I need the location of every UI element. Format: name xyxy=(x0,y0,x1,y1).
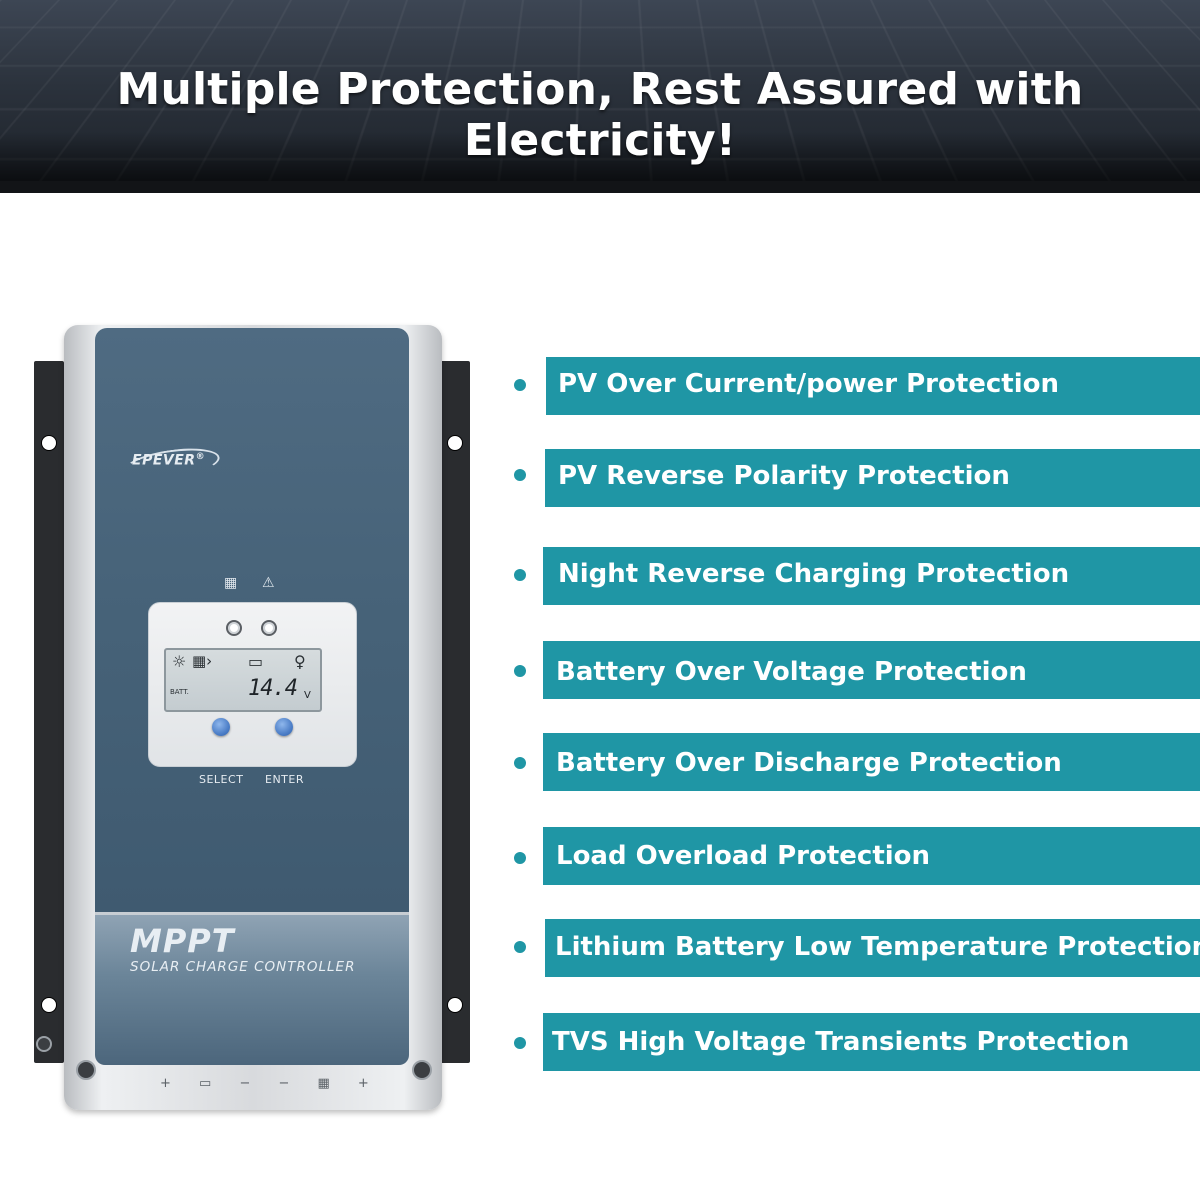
feature-label: Load Overload Protection xyxy=(556,841,931,871)
mount-hole xyxy=(447,997,463,1013)
list-item: Lithium Battery Low Temperature Protecti… xyxy=(0,919,1200,977)
feature-label: Night Reverse Charging Protection xyxy=(558,559,1070,589)
bullet-icon xyxy=(514,569,526,581)
mount-hole xyxy=(41,997,57,1013)
bullet-icon xyxy=(514,379,526,391)
warning-icon: ⚠ xyxy=(262,575,275,591)
solar-panel-icon: ▦ xyxy=(224,575,238,591)
list-item: Night Reverse Charging Protection xyxy=(0,547,1200,605)
solar-panel-icon: ▦› xyxy=(192,652,213,670)
lcd-voltage-reading: 14.4 xyxy=(248,676,298,701)
bullet-icon xyxy=(514,665,526,677)
mounting-bracket-left xyxy=(34,361,64,1063)
list-item: PV Over Current/power Protection xyxy=(0,357,1200,415)
product-name: MPPT xyxy=(130,922,235,960)
bulb-icon: ♀ xyxy=(294,652,306,671)
brand-name: EPEVER xyxy=(132,452,196,469)
select-button[interactable] xyxy=(212,718,230,736)
list-item: Load Overload Protection xyxy=(0,827,1200,885)
lcd-screen: ☼ ▦› ▭ ♀ BATT. 14.4 V xyxy=(164,648,322,712)
feature-bar xyxy=(545,449,1200,507)
brand-logo: EPEVER® xyxy=(132,452,205,469)
bullet-icon xyxy=(514,941,526,953)
feature-bar xyxy=(543,641,1200,699)
enter-button-label: ENTER xyxy=(265,773,304,786)
screw xyxy=(76,1060,96,1080)
list-item: PV Reverse Polarity Protection xyxy=(0,449,1200,507)
battery-icon: ▭ xyxy=(248,652,264,671)
status-led xyxy=(226,620,242,636)
registered-mark: ® xyxy=(195,452,206,462)
select-button-label: SELECT xyxy=(199,773,244,786)
feature-label: TVS High Voltage Transients Protection xyxy=(552,1027,1130,1057)
feature-label: Battery Over Discharge Protection xyxy=(556,748,1062,778)
enter-button[interactable] xyxy=(275,718,293,736)
ground-screw xyxy=(36,1036,52,1052)
feature-label: Battery Over Voltage Protection xyxy=(556,657,1027,687)
label-panel xyxy=(95,915,409,1065)
lcd-voltage-unit: V xyxy=(304,690,311,701)
bullet-icon xyxy=(514,469,526,481)
lcd-batt-label: BATT. xyxy=(170,688,189,696)
terminal-labels: + ▭ − − ▦ + xyxy=(160,1076,381,1091)
feature-bar xyxy=(543,547,1200,605)
feature-label: PV Reverse Polarity Protection xyxy=(558,461,1010,491)
status-led xyxy=(261,620,277,636)
feature-bar xyxy=(545,919,1200,977)
bullet-icon xyxy=(514,852,526,864)
feature-bar xyxy=(543,827,1200,885)
mounting-bracket-right xyxy=(440,361,470,1063)
header-banner: Multiple Protection, Rest Assured with E… xyxy=(0,0,1200,193)
mount-hole xyxy=(41,435,57,451)
product-subtitle: SOLAR CHARGE CONTROLLER xyxy=(130,959,356,975)
feature-label: PV Over Current/power Protection xyxy=(558,369,1060,399)
list-item: TVS High Voltage Transients Protection xyxy=(0,1013,1200,1071)
bullet-icon xyxy=(514,757,526,769)
sun-icon: ☼ xyxy=(172,652,187,671)
screw xyxy=(412,1060,432,1080)
feature-bar xyxy=(546,357,1200,415)
feature-bar xyxy=(543,733,1200,791)
list-item: Battery Over Voltage Protection xyxy=(0,641,1200,699)
list-item: Battery Over Discharge Protection xyxy=(0,733,1200,791)
mount-hole xyxy=(447,435,463,451)
feature-label: Lithium Battery Low Temperature Protecti… xyxy=(555,932,1200,962)
feature-bar xyxy=(543,1013,1200,1071)
bullet-icon xyxy=(514,1037,526,1049)
banner-title: Multiple Protection, Rest Assured with E… xyxy=(116,64,1084,166)
